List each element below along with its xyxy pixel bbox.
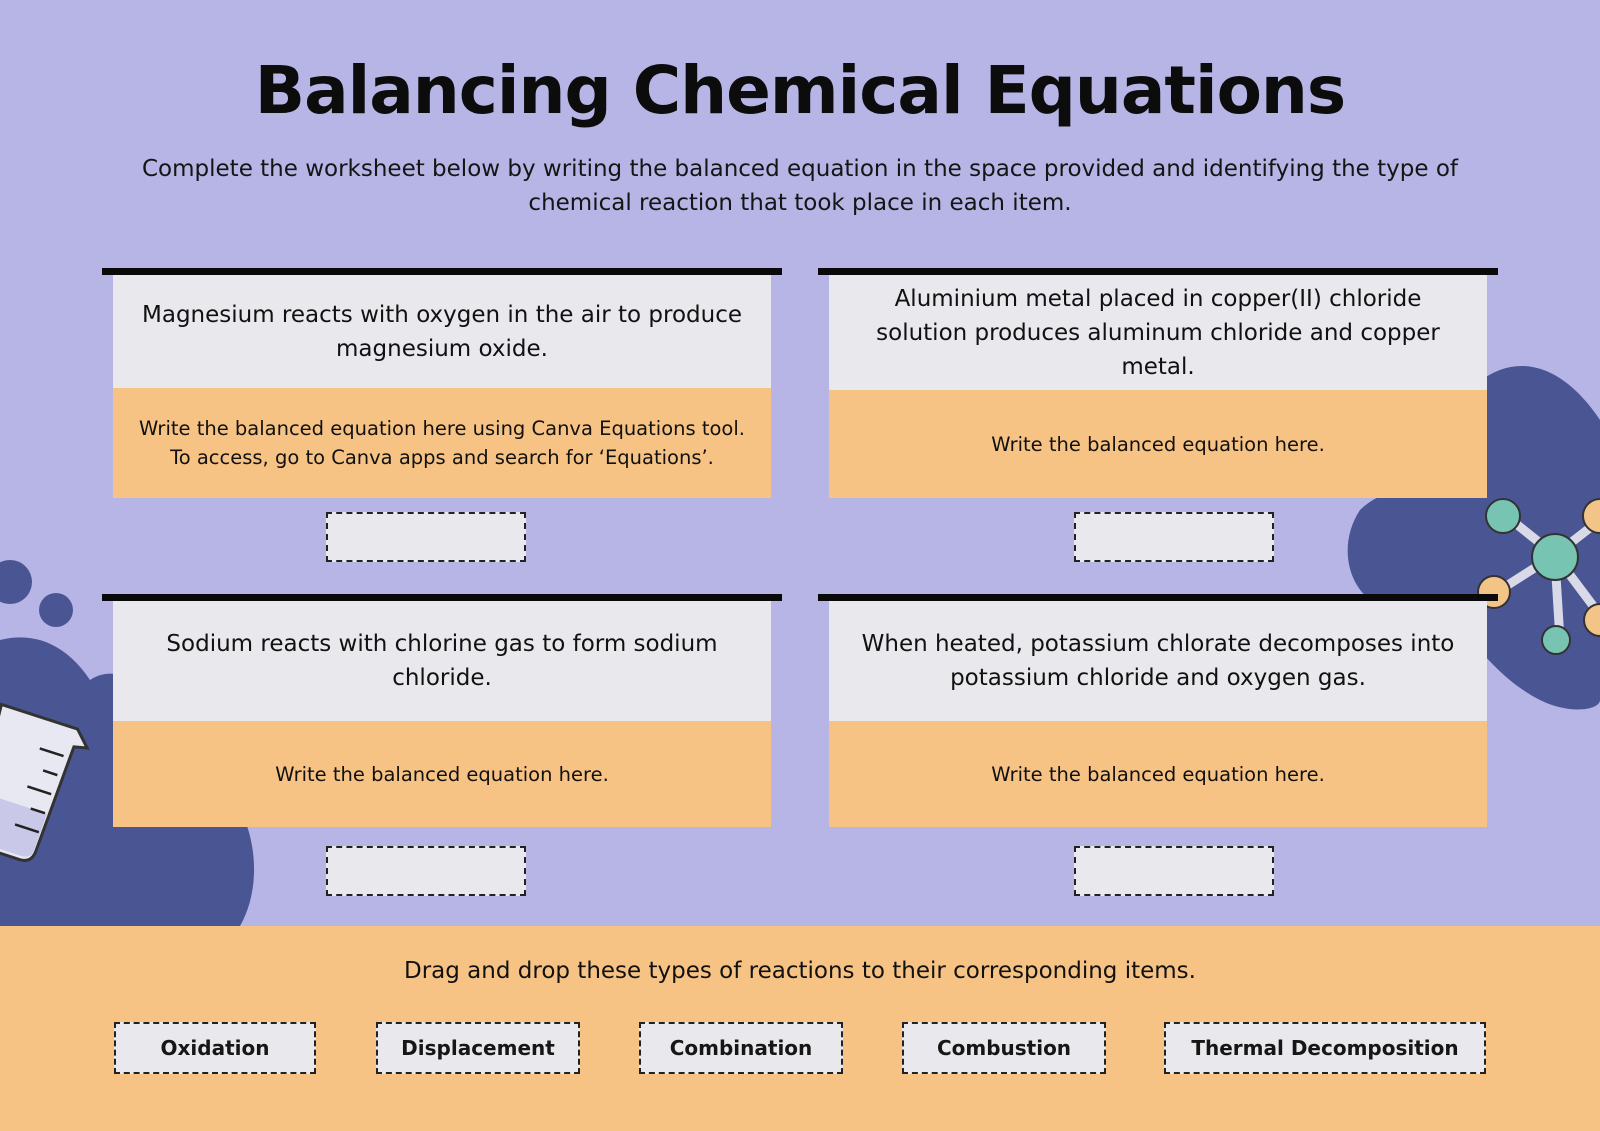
page-subtitle: Complete the worksheet below by writing …	[142, 156, 1458, 216]
reaction-chip-thermal-decomposition[interactable]: Thermal Decomposition	[1164, 1022, 1486, 1074]
item-card-3: Sodium reacts with chlorine gas to form …	[102, 594, 782, 827]
item-question: When heated, potassium chlorate decompos…	[829, 601, 1487, 721]
item-question: Magnesium reacts with oxygen in the air …	[113, 275, 771, 388]
item-card-1: Magnesium reacts with oxygen in the air …	[102, 268, 782, 498]
balanced-equation-field[interactable]: Write the balanced equation here.	[829, 721, 1487, 827]
reaction-bank: Drag and drop these types of reactions t…	[0, 926, 1600, 1131]
reaction-type-dropzone-1[interactable]	[326, 512, 526, 562]
reaction-chip-oxidation[interactable]: Oxidation	[114, 1022, 316, 1074]
right-blob	[1347, 366, 1600, 710]
reaction-type-dropzone-4[interactable]	[1074, 846, 1274, 896]
card-top-bar	[102, 594, 782, 601]
beaker-icon	[0, 702, 90, 862]
balanced-equation-field[interactable]: Write the balanced equation here.	[829, 390, 1487, 498]
item-card-4: When heated, potassium chlorate decompos…	[818, 594, 1498, 827]
balanced-equation-field[interactable]: Write the balanced equation here using C…	[113, 388, 771, 498]
card-top-bar	[102, 268, 782, 275]
item-question: Aluminium metal placed in copper(II) chl…	[829, 275, 1487, 390]
molecule-icon	[1477, 498, 1600, 655]
reaction-chip-combination[interactable]: Combination	[639, 1022, 843, 1074]
item-question: Sodium reacts with chlorine gas to form …	[113, 601, 771, 721]
card-top-bar	[818, 268, 1498, 275]
drag-instruction: Drag and drop these types of reactions t…	[404, 958, 1196, 984]
reaction-type-dropzone-3[interactable]	[326, 846, 526, 896]
reaction-type-dropzone-2[interactable]	[1074, 512, 1274, 562]
page-title: Balancing Chemical Equations	[254, 52, 1346, 129]
balanced-equation-field[interactable]: Write the balanced equation here.	[113, 721, 771, 827]
item-card-2: Aluminium metal placed in copper(II) chl…	[818, 268, 1498, 498]
card-top-bar	[818, 594, 1498, 601]
reaction-chip-displacement[interactable]: Displacement	[376, 1022, 580, 1074]
reaction-chip-combustion[interactable]: Combustion	[902, 1022, 1106, 1074]
